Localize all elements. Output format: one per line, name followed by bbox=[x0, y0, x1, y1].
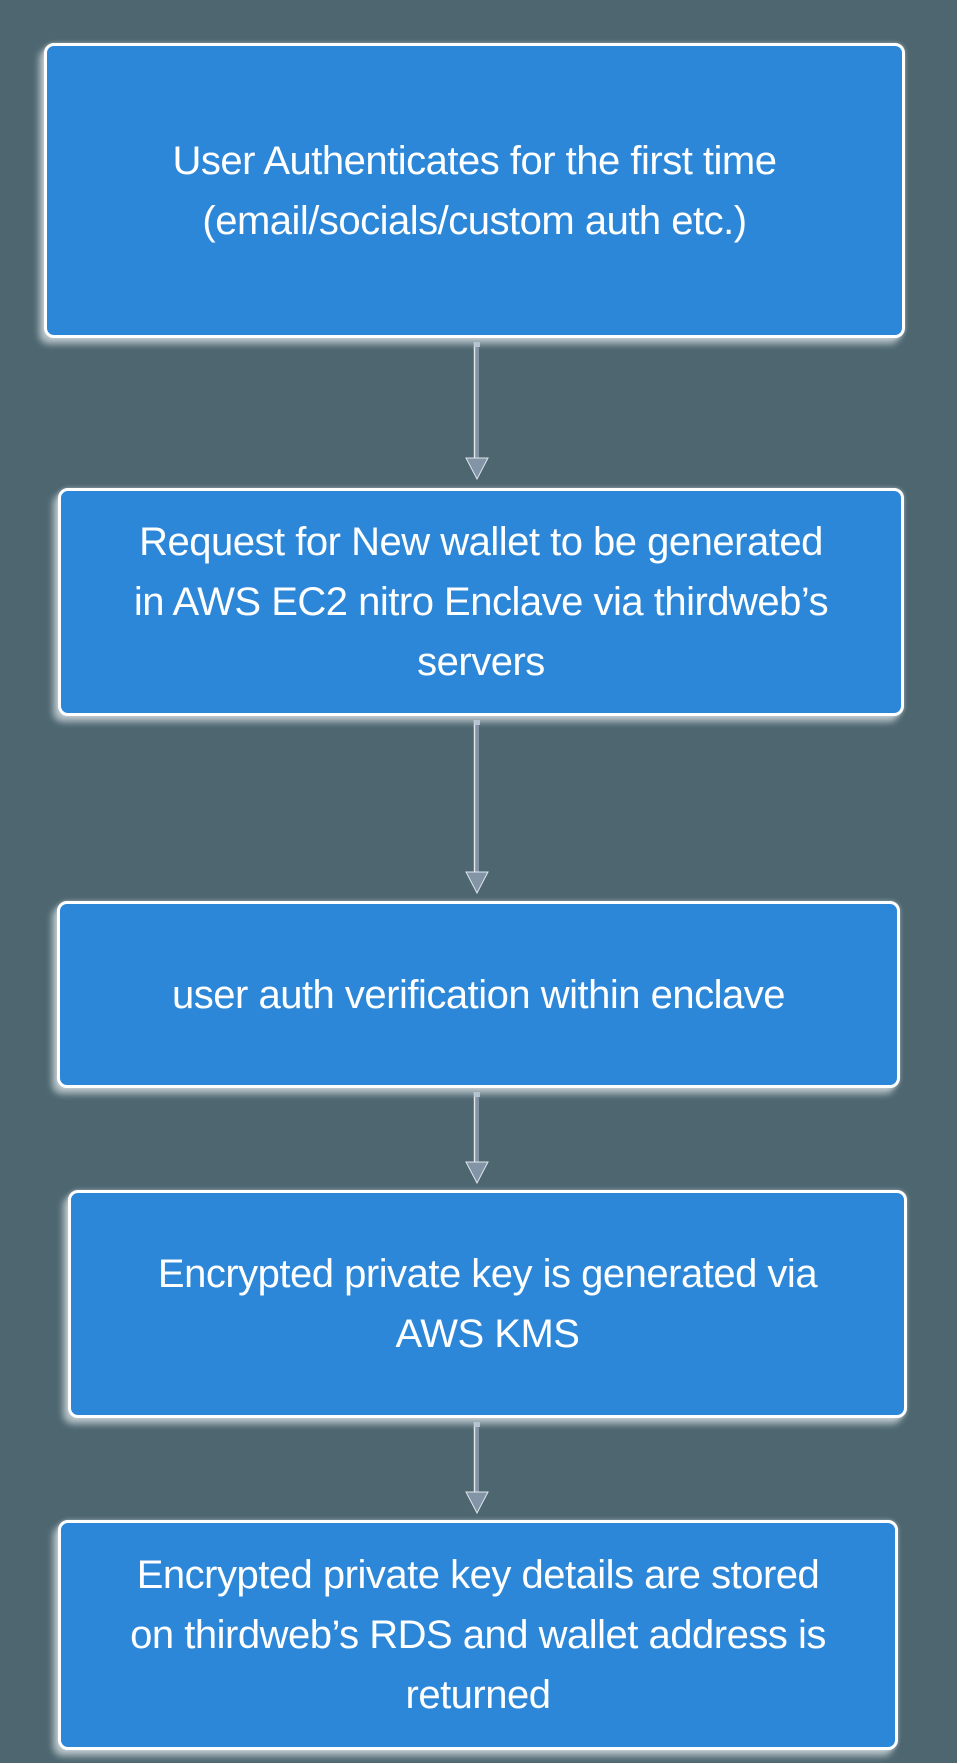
flow-node-key-generated-kms: Encrypted private key is generated via A… bbox=[68, 1190, 907, 1418]
flow-node-key-stored-rds: Encrypted private key details are stored… bbox=[58, 1520, 898, 1750]
flow-node-label: Encrypted private key details are stored… bbox=[130, 1553, 826, 1717]
flow-node-auth-verification: user auth verification within enclave bbox=[57, 901, 900, 1088]
flow-node-user-authenticates: User Authenticates for the first time (e… bbox=[44, 43, 905, 338]
connector-arrow-down-3 bbox=[465, 1092, 489, 1184]
flow-node-label: User Authenticates for the first time (e… bbox=[172, 138, 777, 243]
flow-node-label: Request for New wallet to be generated i… bbox=[133, 520, 829, 684]
flow-node-label: Encrypted private key is generated via A… bbox=[157, 1252, 818, 1356]
flow-node-request-new-wallet: Request for New wallet to be generated i… bbox=[58, 488, 904, 716]
connector-arrow-down-4 bbox=[465, 1422, 489, 1514]
flow-node-label: user auth verification within enclave bbox=[172, 972, 785, 1017]
connector-arrow-down-1 bbox=[465, 342, 489, 480]
connector-arrow-down-2 bbox=[465, 720, 489, 894]
